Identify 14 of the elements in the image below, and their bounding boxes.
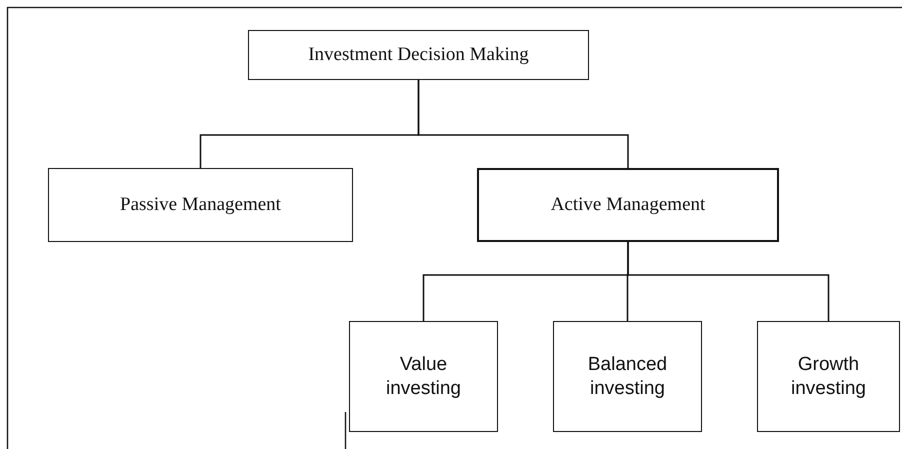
process-box bbox=[553, 321, 702, 432]
box-label: Investment Decision Making bbox=[308, 44, 529, 66]
box-label: Growth investing bbox=[790, 352, 867, 400]
process-box bbox=[349, 321, 498, 432]
box-label: Passive Management bbox=[120, 194, 281, 216]
process-box bbox=[248, 30, 589, 80]
process-box bbox=[757, 321, 900, 432]
box-label: Value investing bbox=[385, 352, 462, 400]
box-label: Active Management bbox=[550, 194, 706, 216]
box-label: Balanced investing bbox=[586, 352, 668, 400]
connector-line bbox=[418, 80, 629, 168]
process-box bbox=[48, 168, 353, 242]
process-box bbox=[477, 168, 779, 242]
connector-line bbox=[627, 242, 830, 321]
